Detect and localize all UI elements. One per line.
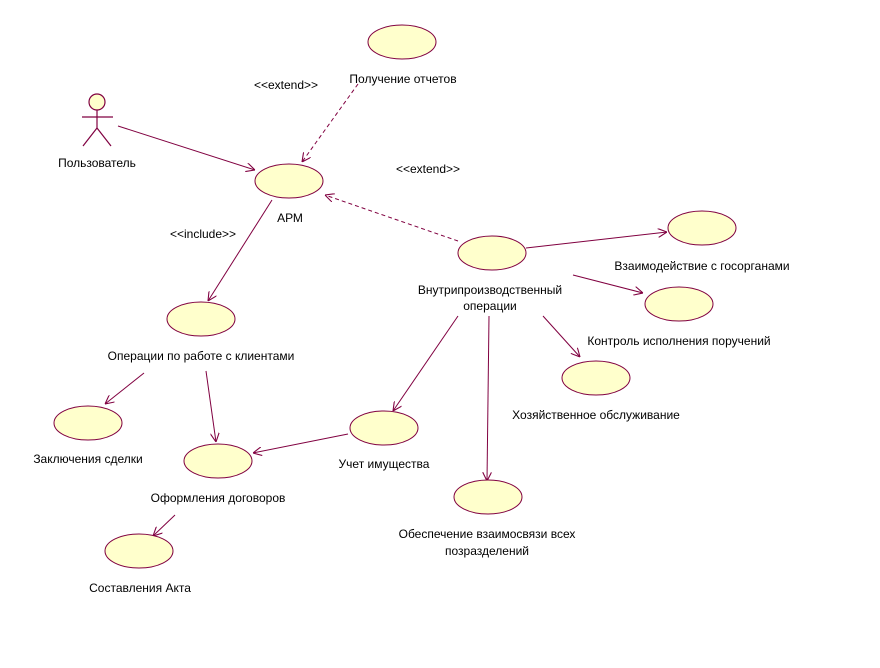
association-user-arm [117,125,255,170]
usecase-gov[interactable] [667,210,737,246]
link-clients-deals [105,372,145,404]
usecase-deals-label: Заключения сделки [33,452,142,466]
usecase-reports[interactable] [367,24,437,60]
usecase-property-label: Учет имущества [339,457,430,471]
actor-user[interactable] [82,93,113,147]
actor-right-leg [96,127,112,147]
usecase-interlink-label-line2: позразделений [445,544,529,558]
link-internal-gov [525,232,667,249]
link-internal-interlink [487,315,489,481]
extend-internal-arm [325,195,459,242]
usecase-internal-ops[interactable] [457,235,527,271]
usecase-interlink[interactable] [453,479,523,515]
usecase-control[interactable] [644,286,714,322]
usecase-internal-ops-label-line2: операции [463,299,516,313]
usecase-act-label: Составления Акта [89,581,191,595]
stereotype-extend-top: <<extend>> [254,78,318,92]
stereotype-include: <<include>> [170,227,236,241]
link-internal-control [572,274,643,293]
actor-label: Пользователь [58,156,136,170]
usecase-arm[interactable] [254,163,324,199]
usecase-internal-ops-label-line1: Внутрипроизводственный [418,283,562,297]
usecase-property[interactable] [349,410,419,446]
usecase-deals[interactable] [53,405,123,441]
usecase-clients-label: Операции по работе с клиентами [108,349,295,363]
usecase-control-label: Контроль исполнения поручений [587,334,770,348]
usecase-reports-label: Получение отчетов [349,72,456,86]
link-internal-household [542,315,580,357]
link-property-contracts [253,433,349,453]
usecase-arm-label: АРМ [277,211,303,225]
include-arm-clients [208,199,273,301]
usecase-household[interactable] [561,360,631,396]
actor-left-leg [82,127,98,147]
usecase-contracts[interactable] [183,443,253,479]
usecase-gov-label: Взаимодействие с госорганами [614,259,789,273]
extend-reports-arm [302,83,359,162]
usecase-household-label: Хозяйственное обслуживание [512,408,680,422]
usecase-clients[interactable] [166,301,236,337]
usecase-interlink-label-line1: Обеспечение взаимосвязи всех [399,527,576,541]
stereotype-extend-right: <<extend>> [396,162,460,176]
link-clients-contracts [205,370,216,442]
link-contracts-act [153,514,176,536]
usecase-act[interactable] [104,533,174,569]
actor-head [88,93,106,111]
link-internal-property [393,315,459,411]
usecase-contracts-label: Оформления договоров [151,491,286,505]
